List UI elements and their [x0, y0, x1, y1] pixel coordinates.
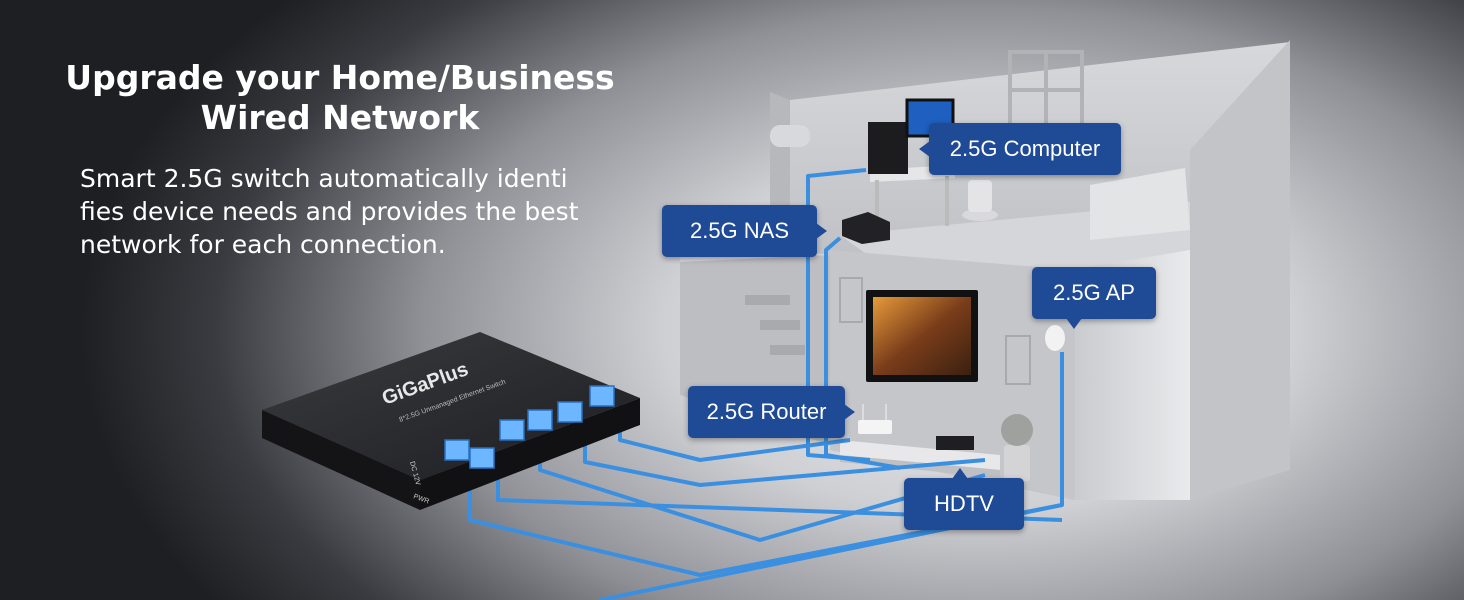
subtext-line-2: fies device needs and provides the best: [80, 197, 579, 226]
headline: Upgrade your Home/Business Wired Network: [60, 58, 620, 138]
subtext-line-3: network for each connection.: [80, 230, 446, 259]
callout-hdtv: HDTV: [904, 468, 1024, 530]
callout-hdtv-label: HDTV: [934, 491, 994, 516]
headline-line-2: Wired Network: [200, 98, 480, 137]
callout-router-label: 2.5G Router: [706, 399, 827, 424]
callout-ap-label: 2.5G AP: [1053, 280, 1135, 305]
callout-computer: 2.5G Computer: [919, 123, 1121, 175]
callout-nas-label: 2.5G NAS: [689, 218, 790, 243]
callout-router: 2.5G Router: [688, 386, 855, 438]
callout-ap: 2.5G AP: [1032, 267, 1156, 329]
callout-nas: 2.5G NAS: [662, 205, 827, 257]
callout-computer-label: 2.5G Computer: [949, 136, 1101, 161]
subtext: Smart 2.5G switch automatically identi f…: [80, 162, 620, 261]
ethernet-switch: GiGaPlus 8*2.5G Unmanaged Ethernet Switc…: [262, 332, 640, 510]
subtext-line-1: Smart 2.5G switch automatically identi: [80, 164, 568, 193]
headline-line-1: Upgrade your Home/Business: [65, 58, 615, 97]
